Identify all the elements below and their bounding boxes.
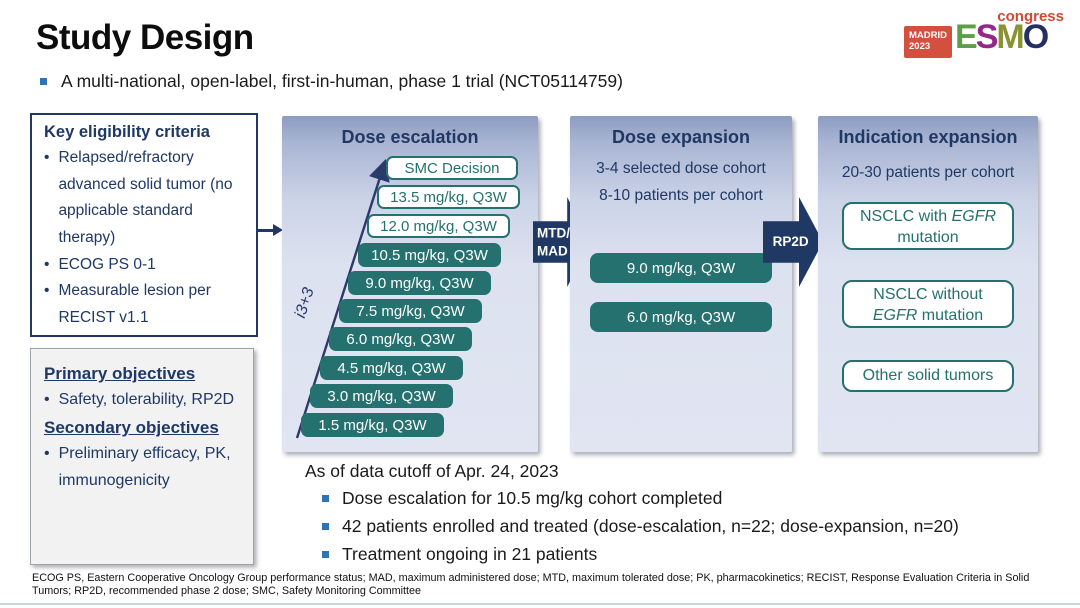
connector-arrowhead-icon	[273, 224, 283, 236]
cohort-gene-italic: EGFR	[951, 208, 997, 225]
expansion-cohort-box: 6.0 mg/kg, Q3W	[590, 302, 772, 332]
esmo-congress-logo: congress MADRID 2023 ESMO	[904, 8, 1064, 60]
dose-level-box: SMC Decision	[386, 156, 518, 180]
cohort-text: mutation	[917, 306, 984, 324]
eligibility-title: Key eligibility criteria	[44, 123, 210, 141]
bullet-square-icon	[322, 551, 329, 558]
dose-expansion-panel: Dose expansion 3-4 selected dose cohort …	[570, 116, 792, 452]
cohort-gene-italic: EGFR	[872, 306, 918, 324]
subtitle-text: A multi-national, open-label, first-in-h…	[61, 71, 623, 91]
dose-expansion-note: 3-4 selected dose cohort 8-10 patients p…	[570, 155, 792, 209]
dose-level-box: 4.5 mg/kg, Q3W	[320, 356, 463, 380]
bullet-square-icon	[40, 78, 47, 85]
dose-escalation-title: Dose escalation	[341, 127, 479, 147]
dose-expansion-title: Dose expansion	[611, 127, 751, 147]
esmo-letter: O	[1022, 18, 1049, 56]
dose-escalation-panel: Dose escalation i3+3 SMC Decision 13.5 m…	[282, 116, 538, 452]
mtd-label-line: MTD/	[537, 225, 570, 241]
dose-level-box: 7.5 mg/kg, Q3W	[339, 299, 482, 323]
logo-row: MADRID 2023 ESMO	[904, 18, 1049, 58]
objectives-box: Primary objectives Safety, tolerability,…	[30, 348, 254, 565]
mad-label-line: MAD	[537, 243, 568, 258]
eligibility-criteria-box: Key eligibility criteria Relapsed/refrac…	[30, 113, 258, 337]
esmo-letter: E	[955, 18, 978, 56]
indication-expansion-panel: Indication expansion 20-30 patients per …	[818, 116, 1038, 452]
summary-bullet-text: 42 patients enrolled and treated (dose-e…	[342, 516, 959, 536]
note-line: 8-10 patients per cohort	[599, 187, 763, 205]
page-title: Study Design	[36, 18, 254, 57]
summary-bullet-text: Dose escalation for 10.5 mg/kg cohort co…	[342, 488, 723, 508]
primary-objectives-title: Primary objectives	[44, 364, 196, 383]
esmo-wordmark: ESMO	[955, 18, 1049, 56]
bullet-square-icon	[322, 495, 329, 502]
dose-level-box: 9.0 mg/kg, Q3W	[348, 271, 491, 295]
dose-level-box: 3.0 mg/kg, Q3W	[310, 384, 453, 408]
eligibility-item-text: ECOG PS 0-1	[58, 255, 156, 273]
indication-expansion-note: 20-30 patients per cohort	[841, 164, 1015, 181]
dose-level-box: 12.0 mg/kg, Q3W	[367, 214, 510, 238]
data-cutoff-text: As of data cutoff of Apr. 24, 2023	[305, 461, 559, 481]
dose-level-box: 10.5 mg/kg, Q3W	[358, 243, 501, 267]
eligibility-item-text: Measurable lesion per RECIST v1.1	[58, 282, 211, 326]
summary-bullet: Dose escalation for 10.5 mg/kg cohort co…	[322, 488, 722, 509]
subtitle-bullet-row: A multi-national, open-label, first-in-h…	[40, 71, 623, 92]
madrid-label: MADRID	[909, 30, 947, 41]
secondary-objectives-title: Secondary objectives	[44, 418, 219, 438]
eligibility-item: Relapsed/refractory advanced solid tumor…	[44, 145, 246, 252]
indication-cohort-box: NSCLC with EGFR mutation	[842, 202, 1014, 250]
eligibility-item: ECOG PS 0-1	[44, 252, 246, 279]
note-line: 3-4 selected dose cohort	[596, 160, 766, 177]
congress-wordmark: congress	[997, 8, 1064, 25]
summary-bullet-text: Treatment ongoing in 21 patients	[342, 544, 598, 564]
secondary-objective-text: Preliminary efficacy, PK, immunogenicity	[58, 445, 231, 490]
bottom-divider	[0, 603, 1080, 605]
indication-cohort-box: Other solid tumors	[842, 360, 1014, 392]
dose-level-box: 1.5 mg/kg, Q3W	[301, 413, 444, 437]
primary-objective-item: Safety, tolerability, RP2D	[44, 387, 243, 414]
cohort-text: mutation	[897, 208, 1001, 246]
rp2d-label: RP2D	[772, 234, 809, 250]
indication-expansion-title: Indication expansion	[838, 127, 1018, 147]
cohort-text: Other solid tumors	[862, 366, 994, 384]
year-label: 2023	[909, 40, 931, 52]
cohort-text: NSCLC without	[873, 286, 988, 303]
primary-objective-text: Safety, tolerability, RP2D	[58, 391, 235, 409]
abbreviations-footnote: ECOG PS, Eastern Cooperative Oncology Gr…	[32, 572, 1030, 598]
summary-bullet: 42 patients enrolled and treated (dose-e…	[322, 516, 959, 537]
expansion-cohort-box: 9.0 mg/kg, Q3W	[590, 253, 772, 283]
dose-level-box: 6.0 mg/kg, Q3W	[329, 327, 472, 351]
cohort-text: NSCLC with	[859, 208, 952, 225]
esmo-letter: S	[975, 18, 999, 56]
secondary-objective-item: Preliminary efficacy, PK, immunogenicity	[44, 441, 243, 495]
mtd-mad-label: MTD/ MAD	[537, 224, 570, 259]
indication-cohort-box: NSCLC without EGFR mutation	[842, 280, 1014, 328]
eligibility-item: Measurable lesion per RECIST v1.1	[44, 278, 246, 331]
bullet-square-icon	[322, 523, 329, 530]
rp2d-arrow: RP2D	[763, 197, 823, 287]
connector-arrow-line	[258, 229, 275, 232]
dose-level-box: 13.5 mg/kg, Q3W	[377, 185, 520, 209]
summary-bullet: Treatment ongoing in 21 patients	[322, 544, 597, 565]
madrid-2023-badge: MADRID 2023	[904, 26, 952, 58]
esmo-letter: M	[996, 18, 1024, 56]
eligibility-item-text: Relapsed/refractory advanced solid tumor…	[58, 149, 233, 246]
